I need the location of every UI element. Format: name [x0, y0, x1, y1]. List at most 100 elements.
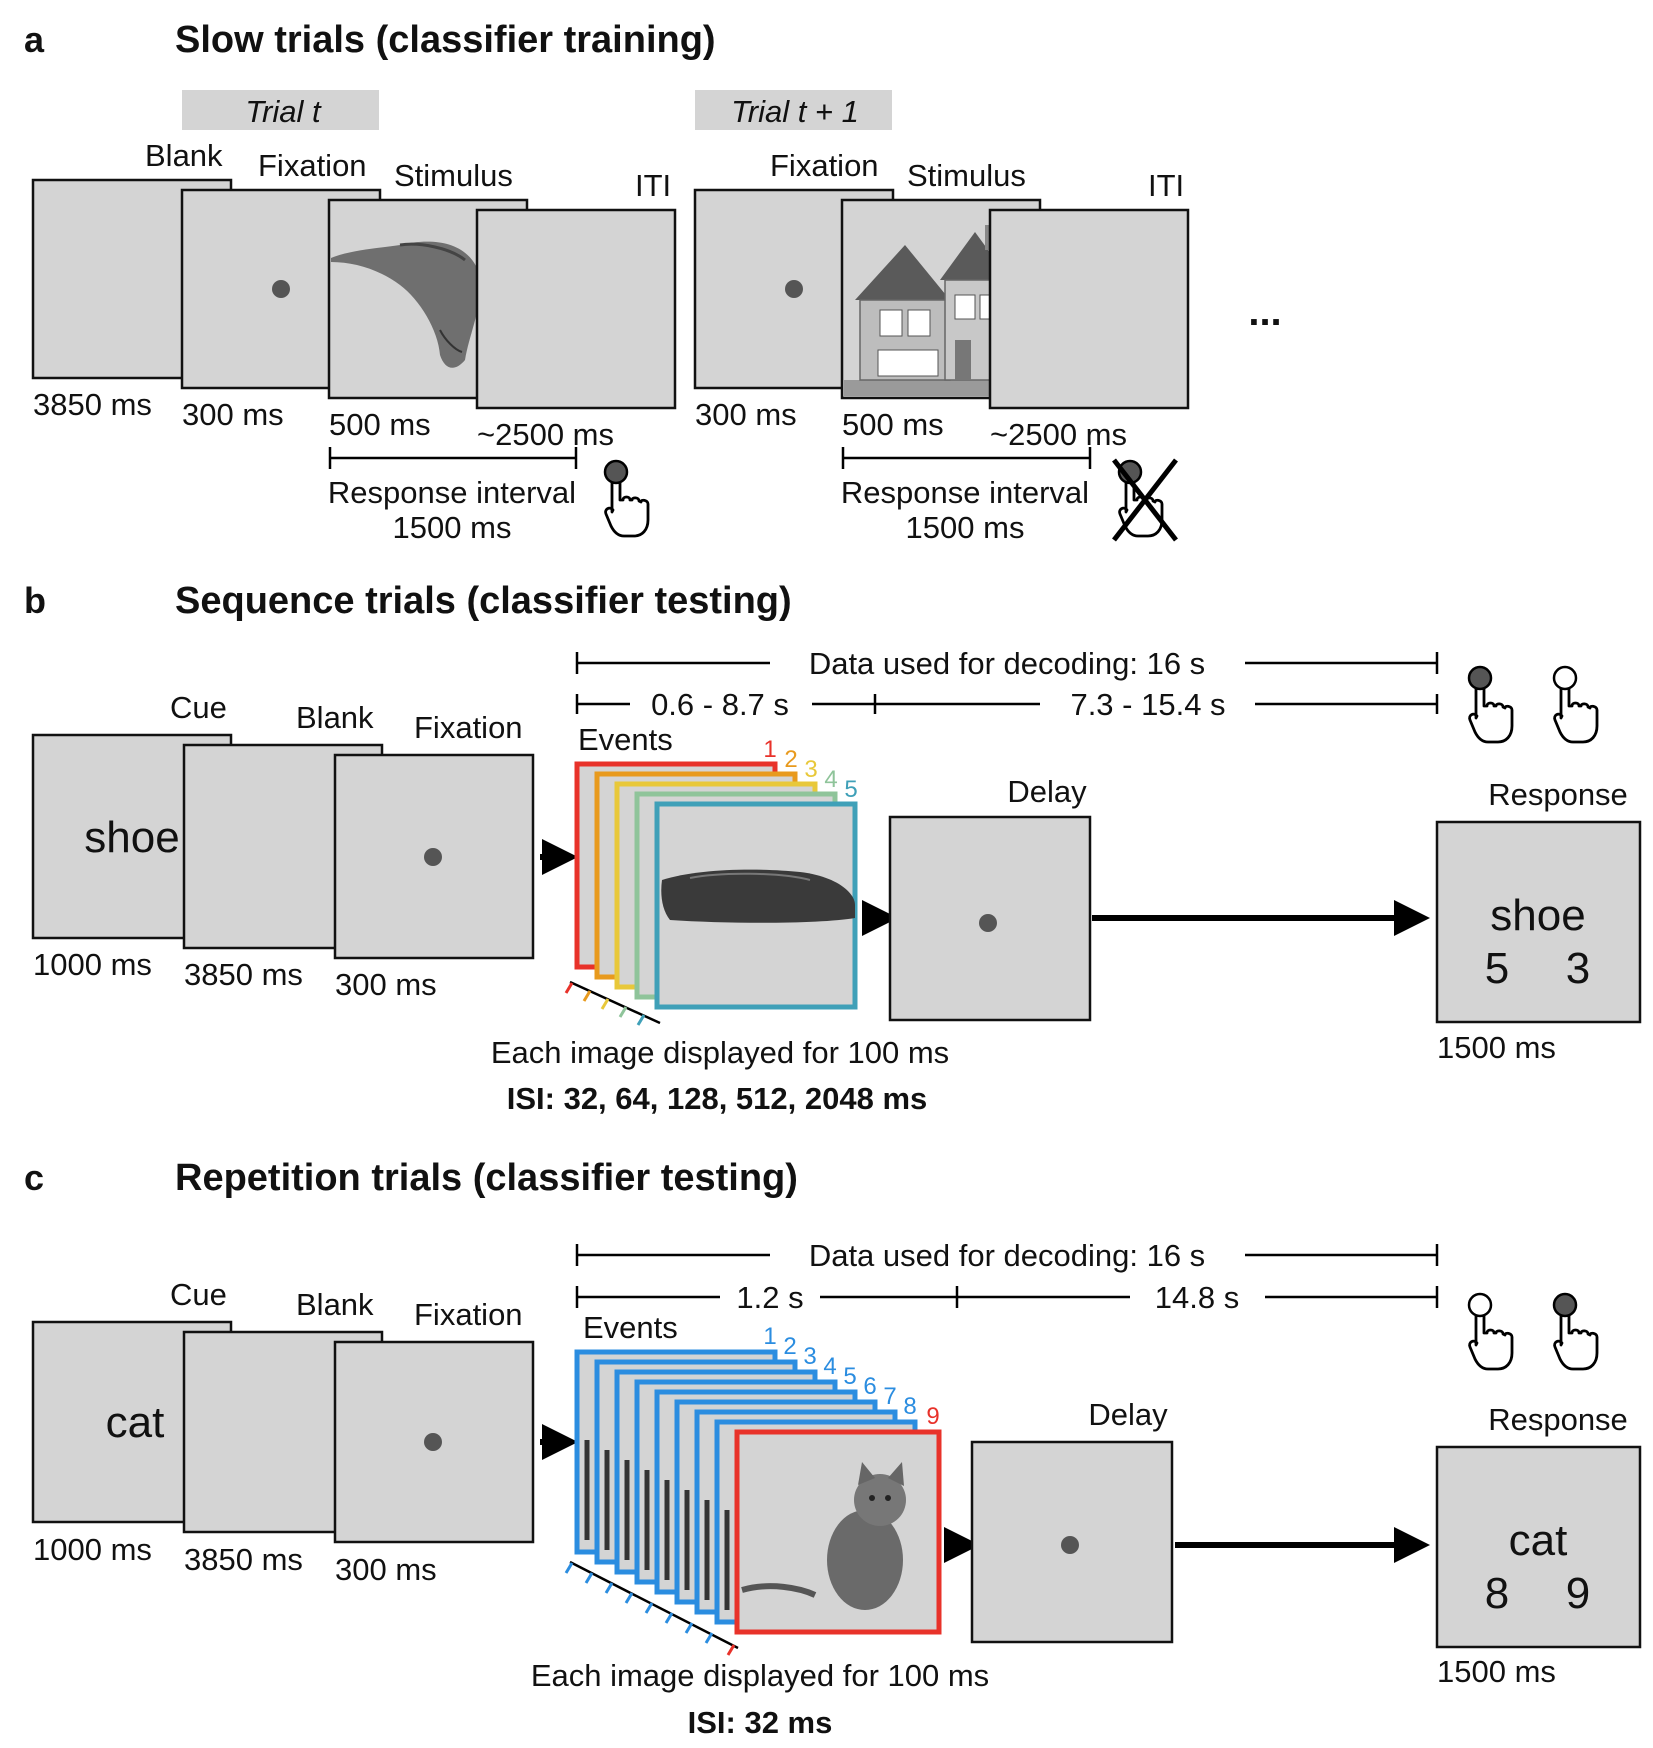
event-ticks-c [564, 1560, 739, 1656]
panel-letter-a: a [24, 19, 45, 60]
response-hand-left-c [1467, 1292, 1514, 1371]
response-ms-label: 1500 ms [393, 510, 512, 545]
response-option-right-b: 3 [1566, 944, 1590, 993]
duration-blank: 3850 ms [33, 387, 152, 422]
response-interval-bracket [328, 447, 578, 469]
response-option-left-b: 5 [1485, 944, 1509, 993]
duration-stimulus-2: 500 ms [842, 407, 944, 442]
event-num-b4: 4 [824, 766, 837, 793]
cat-sitting-image [741, 1462, 906, 1610]
label-blank-b: Blank [296, 700, 374, 735]
shoe-image [661, 869, 855, 923]
duration-fixation-2: 300 ms [695, 397, 797, 432]
response-screen-c [1435, 1445, 1642, 1649]
ellipsis: ... [1248, 290, 1281, 334]
iti-screen-2 [988, 208, 1190, 410]
label-events-c: Events [583, 1310, 678, 1345]
duration-fixation-c: 300 ms [335, 1552, 437, 1587]
event-ticks-b [564, 980, 661, 1026]
panel-title-c: Repetition trials (classifier testing) [175, 1157, 798, 1199]
event-num-b2: 2 [784, 746, 797, 773]
label-blank-c: Blank [296, 1287, 374, 1322]
label-fixation-b: Fixation [414, 710, 523, 745]
event-num-c4: 4 [823, 1353, 836, 1380]
response-word-b: shoe [1490, 891, 1585, 940]
event-num-c6: 6 [863, 1373, 876, 1400]
trial-t-bar [182, 90, 379, 130]
event-num-c8: 8 [903, 1393, 916, 1420]
label-events-b: Events [578, 722, 673, 757]
isi-b: ISI: 32, 64, 128, 512, 2048 ms [507, 1081, 928, 1116]
trial-t-label: Trial t [245, 94, 322, 129]
event-num-c5: 5 [843, 1363, 856, 1390]
iti-screen [475, 208, 677, 410]
event-num-b3: 3 [804, 756, 817, 783]
response-hand-right-b [1552, 665, 1599, 744]
no-response-icon [1112, 458, 1178, 542]
fixation-dot-2 [785, 280, 803, 298]
response-interval-bracket-2 [841, 447, 1092, 469]
cue-word-c: cat [106, 1398, 165, 1447]
response-hand-right-c [1552, 1292, 1599, 1371]
range2-c: 14.8 s [1155, 1280, 1239, 1315]
label-delay-b: Delay [1007, 774, 1087, 809]
event-num-c1: 1 [763, 1323, 776, 1350]
range2-b: 7.3 - 15.4 s [1070, 687, 1225, 722]
label-iti: ITI [635, 168, 671, 203]
trial-t1-label: Trial t + 1 [731, 94, 859, 129]
label-blank: Blank [145, 138, 223, 173]
decoding-label-b: Data used for decoding: 16 s [809, 646, 1205, 681]
response-hand-left-b [1467, 665, 1514, 744]
response-option-left-c: 8 [1485, 1569, 1509, 1618]
event-stack-b [574, 761, 858, 1010]
label-cue-c: Cue [170, 1277, 227, 1312]
panel-title-a: Slow trials (classifier training) [175, 19, 716, 61]
event-num-c7: 7 [883, 1383, 896, 1410]
duration-blank-c: 3850 ms [184, 1542, 303, 1577]
delay-dot-b [979, 914, 997, 932]
response-ms-label-2: 1500 ms [906, 510, 1025, 545]
response-word-c: cat [1509, 1516, 1568, 1565]
label-cue-b: Cue [170, 690, 227, 725]
label-fixation: Fixation [258, 148, 367, 183]
event-num-b1: 1 [763, 736, 776, 763]
label-response-c: Response [1488, 1402, 1628, 1437]
duration-stimulus: 500 ms [329, 407, 431, 442]
decoding-timeline-b [575, 652, 1439, 714]
event-num-b5: 5 [844, 776, 857, 803]
duration-cue-b: 1000 ms [33, 947, 152, 982]
label-iti-2: ITI [1148, 168, 1184, 203]
display-note-b: Each image displayed for 100 ms [491, 1035, 949, 1070]
fixation-dot-c [424, 1433, 442, 1451]
label-fixation-2: Fixation [770, 148, 879, 183]
decoding-timeline-c [575, 1244, 1439, 1308]
duration-cue-c: 1000 ms [33, 1532, 152, 1567]
duration-fixation: 300 ms [182, 397, 284, 432]
fixation-dot [272, 280, 290, 298]
range1-b: 0.6 - 8.7 s [651, 687, 789, 722]
fixation-dot-b [424, 848, 442, 866]
panel-title-b: Sequence trials (classifier testing) [175, 580, 792, 622]
duration-blank-b: 3850 ms [184, 957, 303, 992]
label-response-b: Response [1488, 777, 1628, 812]
display-note-c: Each image displayed for 100 ms [531, 1658, 989, 1693]
hand-press-icon [603, 459, 650, 538]
label-delay-c: Delay [1088, 1397, 1168, 1432]
delay-dot-c [1061, 1536, 1079, 1554]
response-interval-label: Response interval [328, 475, 576, 510]
panel-letter-b: b [24, 580, 46, 621]
duration-fixation-b: 300 ms [335, 967, 437, 1002]
cue-word-b: shoe [84, 813, 179, 862]
event-num-c2: 2 [783, 1333, 796, 1360]
event-stack-c [574, 1349, 942, 1635]
range1-c: 1.2 s [736, 1280, 803, 1315]
label-fixation-c: Fixation [414, 1297, 523, 1332]
panel-letter-c: c [24, 1157, 44, 1198]
decoding-label-c: Data used for decoding: 16 s [809, 1238, 1205, 1273]
trial-t1-bar [695, 90, 892, 130]
isi-c: ISI: 32 ms [688, 1705, 833, 1740]
label-stimulus: Stimulus [394, 158, 513, 193]
label-stimulus-2: Stimulus [907, 158, 1026, 193]
duration-response-b: 1500 ms [1437, 1030, 1556, 1065]
